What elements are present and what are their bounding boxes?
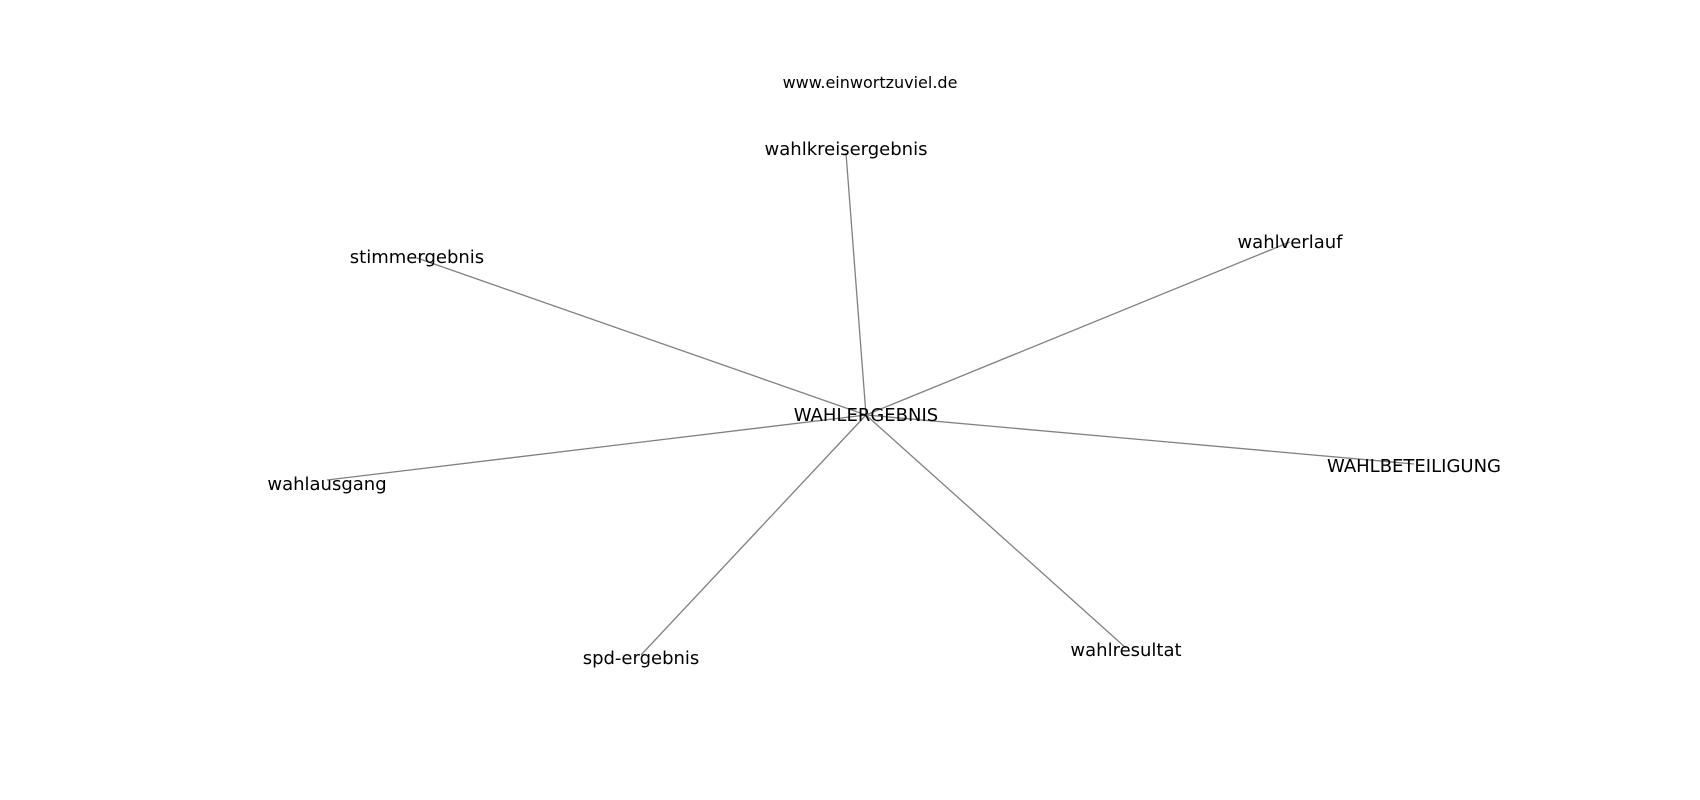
edge-wahlergebnis-wahlresultat: [865, 414, 1127, 649]
edge-wahlergebnis-stimmergebnis: [416, 257, 867, 416]
node-label-wahlbeteiligung: WAHLBETEILIGUNG: [1327, 456, 1501, 477]
node-label-wahlverlauf: wahlverlauf: [1237, 232, 1343, 253]
node-label-stimmergebnis: stimmergebnis: [350, 247, 484, 268]
node-label-wahlausgang: wahlausgang: [267, 474, 386, 495]
node-label-wahlresultat: wahlresultat: [1070, 640, 1181, 661]
edges-group: [326, 152, 1415, 656]
edge-wahlergebnis-wahlbeteiligung: [865, 414, 1415, 465]
node-label-wahlkreisergebnis: wahlkreisergebnis: [765, 139, 928, 160]
edge-wahlergebnis-wahlkreisergebnis: [845, 152, 867, 416]
edge-wahlergebnis-spd-ergebnis: [640, 414, 867, 656]
node-label-spd-ergebnis: spd-ergebnis: [583, 648, 700, 669]
center-node-label-wahlergebnis: WAHLERGEBNIS: [794, 405, 938, 426]
labels-group: WAHLERGEBNIS wahlkreisergebnis wahlverlauf…: [267, 139, 1501, 669]
edge-wahlergebnis-wahlverlauf: [865, 241, 1291, 416]
edge-wahlergebnis-wahlausgang: [326, 414, 867, 481]
watermark-text: www.einwortzuviel.de: [783, 73, 958, 92]
